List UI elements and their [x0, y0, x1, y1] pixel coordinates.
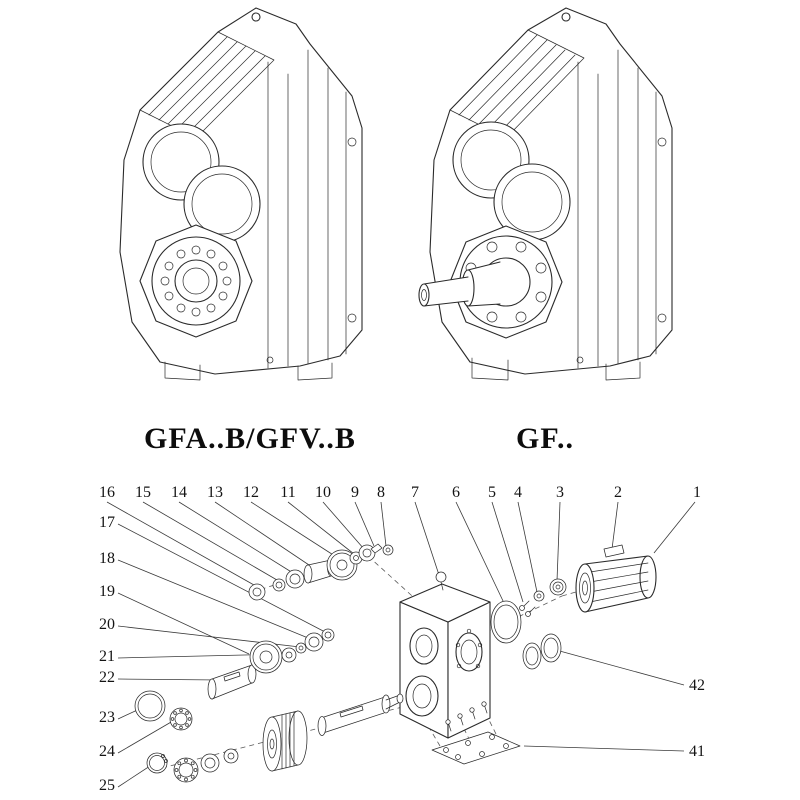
callout-20: 20 — [99, 616, 115, 633]
part-motor-pinion-3 — [549, 578, 567, 596]
part-circlip-25 — [146, 752, 168, 774]
part-cover-bolts — [445, 701, 488, 732]
part-output-gear — [262, 710, 308, 772]
part-spacer-ring — [200, 753, 220, 773]
part-bearing-24 — [169, 707, 193, 731]
part-washer-15 — [272, 578, 286, 592]
callout-23: 23 — [99, 709, 115, 726]
callout-3: 3 — [556, 484, 564, 501]
part-output-shaft — [317, 693, 404, 736]
oil-plug-icon — [561, 12, 571, 22]
output-flange — [449, 225, 563, 339]
callout-5: 5 — [488, 484, 496, 501]
callout-2: 2 — [614, 484, 622, 501]
part-screws-5 — [519, 600, 536, 617]
gearbox-gfa-gfv-drawing — [119, 7, 363, 381]
callout-15: 15 — [135, 484, 151, 501]
callout-4: 4 — [514, 484, 522, 501]
part-spacer-4 — [533, 590, 545, 602]
part-shaft-22 — [207, 664, 257, 700]
part-gear-19 — [249, 640, 283, 674]
callout-17: 17 — [99, 514, 115, 531]
gearbox-gf-drawing — [418, 7, 673, 381]
part-ring-17 — [321, 628, 335, 642]
part-bearing-14 — [285, 569, 305, 589]
callout-19: 19 — [99, 583, 115, 600]
part-ring-21 — [281, 647, 297, 663]
part-bearing-18 — [304, 632, 324, 652]
part-gear-12 — [326, 549, 358, 581]
part-eyebolt-7 — [435, 571, 447, 583]
model-label-left: GFA..B/GFV..B — [144, 422, 356, 455]
callout-24: 24 — [99, 743, 115, 760]
callout-42: 42 — [689, 677, 705, 694]
part-washer-20 — [295, 642, 307, 654]
callout-8: 8 — [377, 484, 385, 501]
part-washer — [223, 748, 239, 764]
callout-16: 16 — [99, 484, 115, 501]
gear-housing — [399, 571, 491, 739]
exploded-parts-diagram: 16 15 14 13 12 11 10 9 8 7 6 5 4 3 2 1 1… — [99, 484, 705, 794]
hollow-shaft-bearing — [139, 224, 253, 338]
part-key-9 — [370, 543, 383, 554]
callout-25: 25 — [99, 777, 115, 794]
callout-numbers-left: 17 18 19 20 21 22 23 24 25 — [99, 514, 115, 794]
oil-plug-icon — [251, 12, 261, 22]
callout-7: 7 — [411, 484, 419, 501]
callout-41: 41 — [689, 743, 705, 760]
part-cover-plate-41 — [431, 731, 521, 765]
callout-12: 12 — [243, 484, 259, 501]
callout-numbers-top: 16 15 14 13 12 11 10 9 8 7 6 5 4 3 2 1 — [99, 484, 701, 501]
part-ring-8 — [382, 544, 394, 556]
callout-10: 10 — [315, 484, 331, 501]
callout-9: 9 — [351, 484, 359, 501]
callout-14: 14 — [171, 484, 187, 501]
callout-leader-lines — [106, 501, 696, 788]
part-gasket-6 — [490, 600, 522, 644]
model-label-right: GF.. — [516, 422, 574, 455]
motor-assembly — [575, 544, 657, 613]
callout-1: 1 — [693, 484, 701, 501]
callout-numbers-right: 42 41 — [689, 677, 705, 760]
callout-22: 22 — [99, 669, 115, 686]
part-oil-seal-23 — [134, 690, 166, 722]
callout-21: 21 — [99, 648, 115, 665]
output-shaft — [418, 261, 501, 307]
callout-13: 13 — [207, 484, 223, 501]
part-ball-bearing — [173, 757, 199, 783]
callout-6: 6 — [452, 484, 460, 501]
part-bushing-16 — [248, 583, 266, 601]
terminal-box — [603, 544, 625, 558]
callout-11: 11 — [280, 484, 295, 501]
callout-18: 18 — [99, 550, 115, 567]
part-retaining-rings-42 — [522, 633, 562, 670]
